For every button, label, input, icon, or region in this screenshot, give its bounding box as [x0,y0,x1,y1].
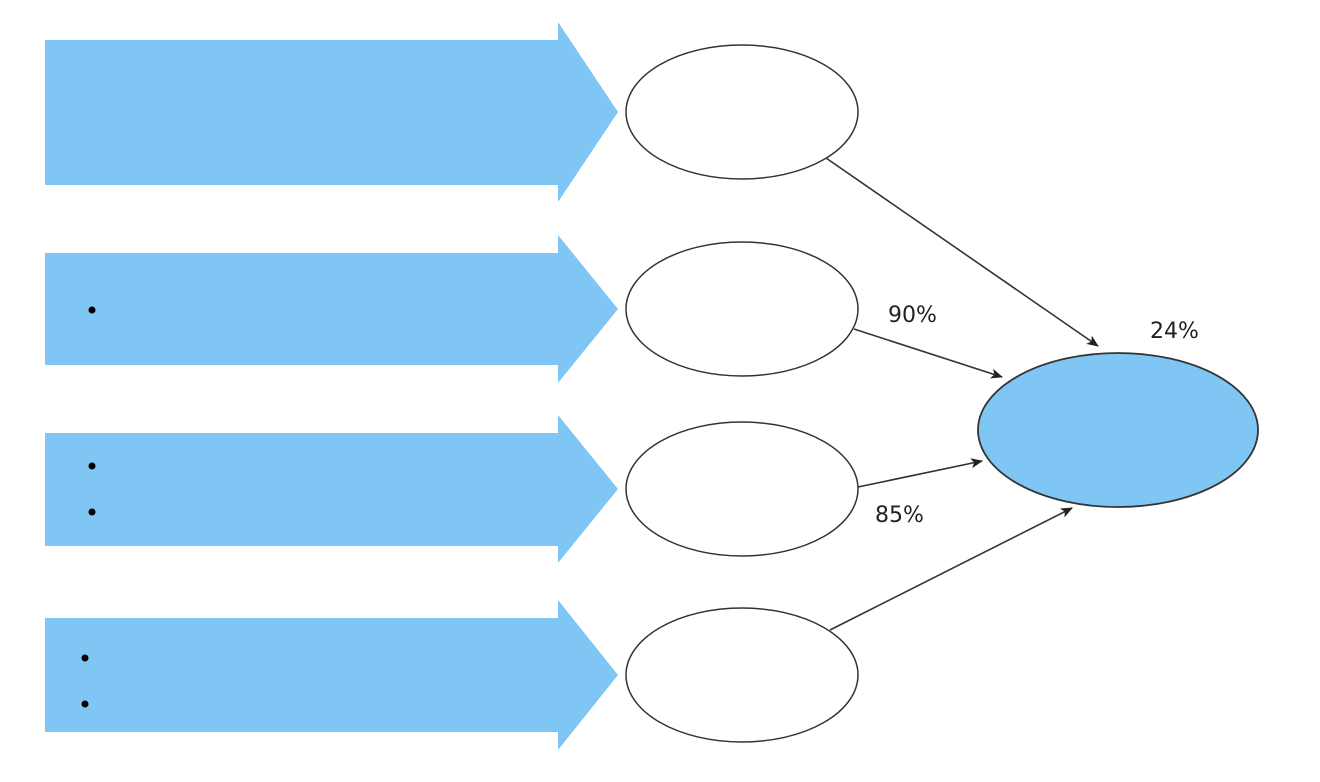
block-arrow-2 [45,235,618,383]
label-24-percent: 24% [1150,319,1199,344]
connector-2 [853,328,1003,379]
bullets [81,306,96,708]
stage-ellipse-4 [625,607,859,743]
bullet-row-4-1 [81,654,89,662]
stage-ellipse-3 [625,421,859,557]
bullet-row-3-2 [88,508,96,516]
bullet-row-4-2 [81,700,89,708]
stage-ellipse-1 [625,44,859,180]
connector-1 [825,157,1099,347]
bullet-row-3-1 [88,462,96,470]
result-ellipse [977,352,1259,508]
label-85-percent: 85% [875,503,924,528]
stage-ellipses [625,44,859,743]
block-arrow-1 [45,22,618,202]
stage-ellipse-2 [625,241,859,377]
block-arrow-3 [45,415,618,563]
block-arrow-4 [45,600,618,750]
connectors [825,157,1099,631]
block-arrows [45,22,618,750]
label-90-percent: 90% [888,303,937,328]
bullet-row-2-1 [88,306,96,314]
connector-3 [857,458,983,488]
connector-4 [829,507,1073,631]
